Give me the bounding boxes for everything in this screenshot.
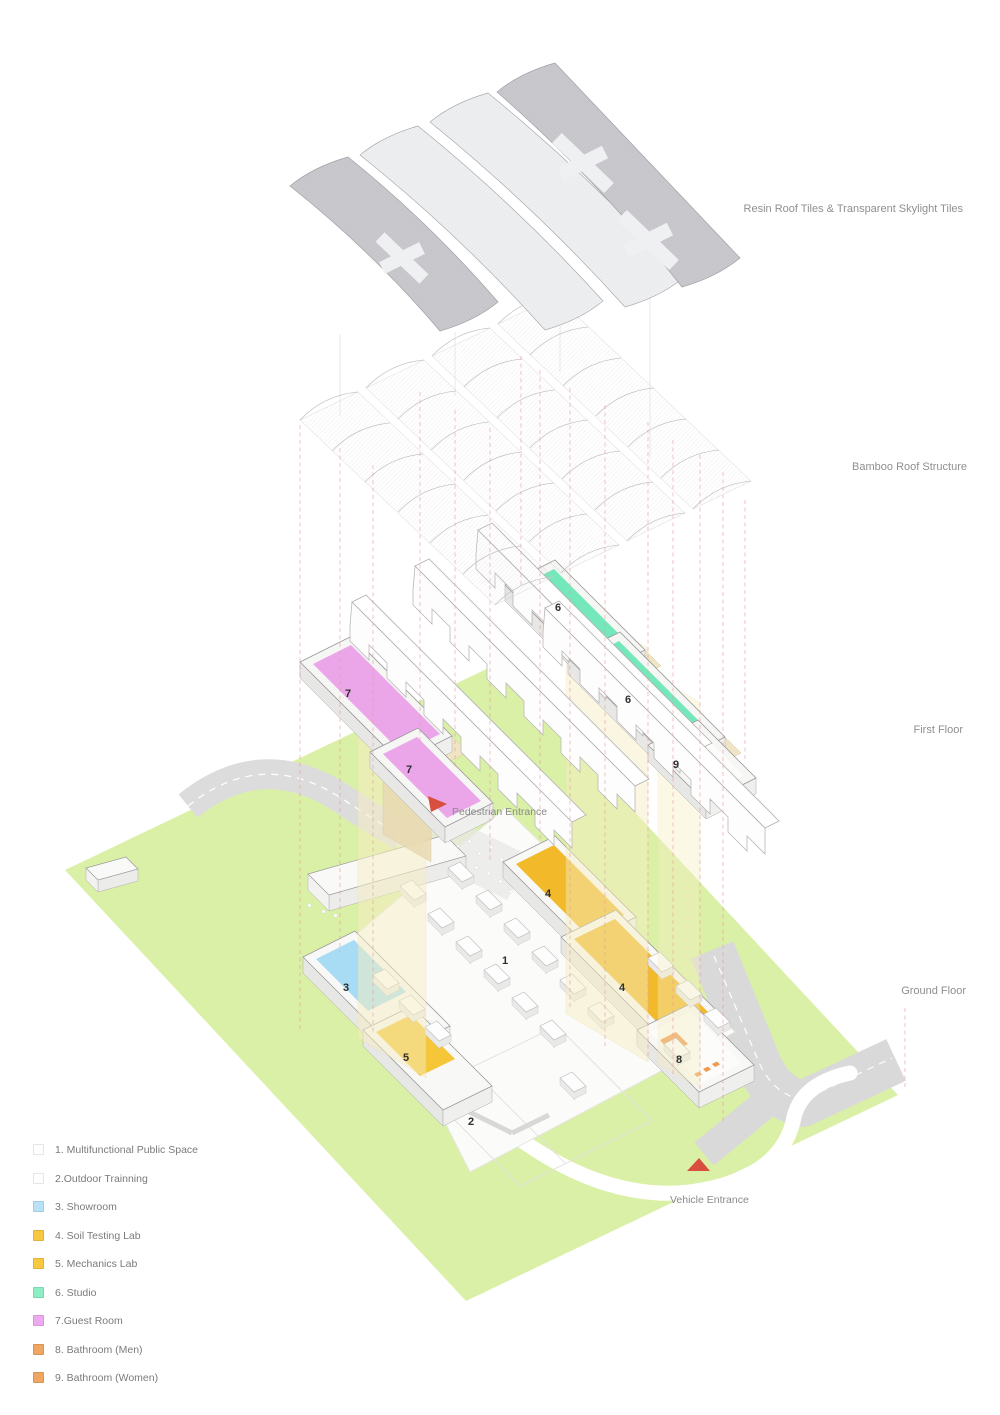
tile-panel-hatch xyxy=(360,126,603,330)
site-shed-top xyxy=(85,856,139,881)
room-number-bathroom-women: 9 xyxy=(673,759,679,771)
paving-dot xyxy=(333,913,338,918)
legend-item: 2.Outdoor Trainning xyxy=(33,1172,148,1185)
paving-dot xyxy=(499,857,504,862)
room-floor xyxy=(313,645,440,753)
skylight-cross xyxy=(552,132,679,271)
paving-dot xyxy=(321,909,326,914)
legend-swatch xyxy=(33,1144,44,1155)
room-number-soil-a: 4 xyxy=(545,888,552,900)
legend-item: 4. Soil Testing Lab xyxy=(33,1229,141,1242)
vehicle-entrance-label: Vehicle Entrance xyxy=(670,1194,749,1206)
bathroom-fixture xyxy=(712,1061,720,1067)
paving-dot xyxy=(474,865,479,870)
legend-item: 3. Showroom xyxy=(33,1200,117,1213)
paving-dot xyxy=(486,871,491,876)
legend-label: 7.Guest Room xyxy=(55,1314,123,1327)
legend-swatch xyxy=(33,1315,44,1326)
projection-lines xyxy=(299,356,906,1122)
room-number-soil-b: 4 xyxy=(619,982,626,994)
room-number-studio-a: 6 xyxy=(555,602,561,614)
tile-panel-hatch xyxy=(497,63,740,287)
road-vehicle-branch xyxy=(694,1088,780,1166)
entrance-markers xyxy=(428,796,710,1171)
legend-label: 3. Showroom xyxy=(55,1200,117,1213)
bamboo-arches xyxy=(365,359,620,574)
room-number-studio-b: 6 xyxy=(625,694,631,706)
legend-item: 9. Bathroom (Women) xyxy=(33,1371,158,1384)
legend-label: 6. Studio xyxy=(55,1286,97,1299)
bamboo-arches xyxy=(299,391,554,606)
room-number-guest-b: 7 xyxy=(406,764,412,776)
roof-tiles-layer xyxy=(289,62,741,332)
skylight-band xyxy=(622,222,674,258)
roof-tile-strip-dark xyxy=(496,62,741,288)
legend-swatch xyxy=(33,1372,44,1383)
legend-swatch xyxy=(33,1173,44,1184)
legend-label: 1. Multifunctional Public Space xyxy=(55,1143,198,1156)
legend-item: 5. Mechanics Lab xyxy=(33,1257,137,1270)
legend-label: 9. Bathroom (Women) xyxy=(55,1371,159,1384)
pedestrian-entrance-marker xyxy=(428,796,447,812)
room-number-mechanics: 5 xyxy=(403,1052,409,1064)
paving-dot xyxy=(498,879,503,884)
legend-swatch xyxy=(33,1287,44,1298)
legend-item: 1. Multifunctional Public Space xyxy=(33,1143,198,1156)
entrance-labels: Pedestrian Entrance Vehicle Entrance xyxy=(452,806,749,1206)
paving-dot xyxy=(508,889,513,894)
pedestrian-entrance-label: Pedestrian Entrance xyxy=(452,806,547,818)
paving-dot xyxy=(307,903,312,908)
roof-tile-strip-light xyxy=(359,125,604,331)
bathroom-fixture xyxy=(703,1066,711,1072)
paving-dot xyxy=(467,839,472,844)
level-label-first-floor: First Floor xyxy=(914,724,964,736)
level-label-bamboo-roof: Bamboo Roof Structure xyxy=(852,461,967,473)
legend-label: 2.Outdoor Trainning xyxy=(55,1172,148,1185)
ground-floor-layer xyxy=(65,664,906,1301)
legend-item: 6. Studio xyxy=(33,1286,96,1299)
room-floor xyxy=(574,919,709,1033)
room-numbers: 1 2 3 4 4 5 8 7 7 6 6 9 xyxy=(343,602,682,1128)
bamboo-strip xyxy=(431,327,686,542)
paving-dot xyxy=(489,845,494,850)
paving-dot xyxy=(477,851,482,856)
bamboo-roof-layer xyxy=(299,290,752,606)
room-number-showroom: 3 xyxy=(343,982,349,994)
bamboo-strip xyxy=(365,359,620,574)
vehicle-entrance-marker xyxy=(687,1158,710,1171)
first-floor-layer xyxy=(299,522,780,863)
legend-label: 4. Soil Testing Lab xyxy=(55,1229,141,1242)
tile-panel-hatch xyxy=(430,93,683,307)
level-labels: Resin Roof Tiles & Transparent Skylight … xyxy=(744,203,967,997)
road-white-loop xyxy=(497,1065,858,1201)
legend-swatch xyxy=(33,1230,44,1241)
legend-item: 8. Bathroom (Men) xyxy=(33,1343,143,1356)
room-number-guest-a: 7 xyxy=(345,688,351,700)
room-7b-guest-room xyxy=(369,727,494,844)
wall-strip xyxy=(510,1112,551,1136)
room-floor xyxy=(650,1012,742,1083)
room-number-bathroom-men: 8 xyxy=(676,1054,682,1066)
roof-tile-strip-dark xyxy=(289,156,499,332)
room-8-bathroom-men xyxy=(636,1002,755,1109)
room-floor xyxy=(516,845,624,934)
court-outline xyxy=(424,1025,653,1187)
legend-swatch xyxy=(33,1344,44,1355)
level-label-ground-floor: Ground Floor xyxy=(901,985,966,997)
bamboo-arches xyxy=(431,327,686,542)
level-label-roof-tiles: Resin Roof Tiles & Transparent Skylight … xyxy=(744,203,964,215)
room-number-public-space: 1 xyxy=(502,955,508,967)
skylight-band xyxy=(379,242,425,274)
room-floor xyxy=(383,737,481,818)
legend-item: 7.Guest Room xyxy=(33,1314,123,1327)
skylight-band xyxy=(557,145,609,181)
legend-swatch xyxy=(33,1258,44,1269)
legend-label: 8. Bathroom (Men) xyxy=(55,1343,143,1356)
skylight-cross xyxy=(375,232,429,284)
room-number-outdoor-training: 2 xyxy=(468,1116,474,1128)
legend-label: 5. Mechanics Lab xyxy=(55,1257,138,1270)
legend-swatch xyxy=(33,1201,44,1212)
